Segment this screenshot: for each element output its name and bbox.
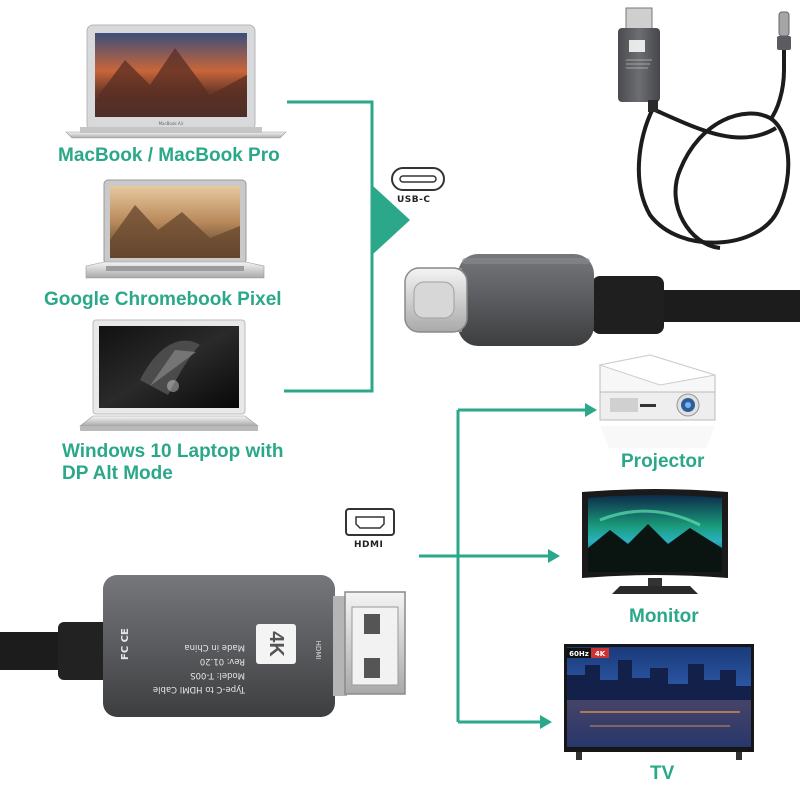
macbook-screen-text: MacBook Air xyxy=(159,121,184,126)
plug-print-line: Type-C to HDMI Cable xyxy=(153,684,246,694)
tv-badge-60hz: 60Hz xyxy=(569,650,589,658)
monitor-image xyxy=(582,489,728,594)
macbook-laptop-image xyxy=(65,24,287,139)
hdmi-port-icon xyxy=(345,508,395,536)
monitor-label: Monitor xyxy=(629,606,699,627)
plug-cert-marks: FC CE xyxy=(120,628,131,660)
hdmi-plug-image xyxy=(0,575,406,717)
source-bracket-line xyxy=(284,100,374,393)
windows-laptop-image xyxy=(79,319,259,431)
projector-label: Projector xyxy=(621,451,705,472)
tv-image xyxy=(564,644,754,760)
projector-image xyxy=(598,354,716,448)
tv-badge-4k: 4K xyxy=(595,650,606,658)
plug-badge-text: 4K xyxy=(265,631,287,657)
plug-print-line: Model: T-00S xyxy=(190,670,245,680)
hdmi-label: HDMI xyxy=(354,540,384,550)
windows-label-line2: DP Alt Mode xyxy=(62,463,173,484)
usb-c-label: USB-C xyxy=(397,195,431,205)
bracket-arrow-icon xyxy=(372,185,410,255)
usb-c-port-icon xyxy=(391,167,445,191)
plug-print-lines: Type-C to HDMI Cable Model: T-00S Rev: 0… xyxy=(153,642,246,694)
arrow-head-tv-icon xyxy=(540,715,552,729)
plug-port-text: HDMI xyxy=(314,641,322,660)
chromebook-laptop-image xyxy=(85,179,265,279)
chromebook-label: Google Chromebook Pixel xyxy=(44,289,282,310)
cable-product-image xyxy=(618,7,791,250)
macbook-label: MacBook / MacBook Pro xyxy=(58,145,280,166)
plug-print-line: Rev: 01.20 xyxy=(200,656,245,666)
plug-print-line: Made in China xyxy=(184,642,245,652)
tv-label: TV xyxy=(650,763,675,784)
arrow-head-projector-icon xyxy=(585,403,597,417)
windows-label-line1: Windows 10 Laptop with xyxy=(62,441,284,462)
arrow-head-monitor-icon xyxy=(548,549,560,563)
usb-c-cable-image xyxy=(404,254,800,346)
